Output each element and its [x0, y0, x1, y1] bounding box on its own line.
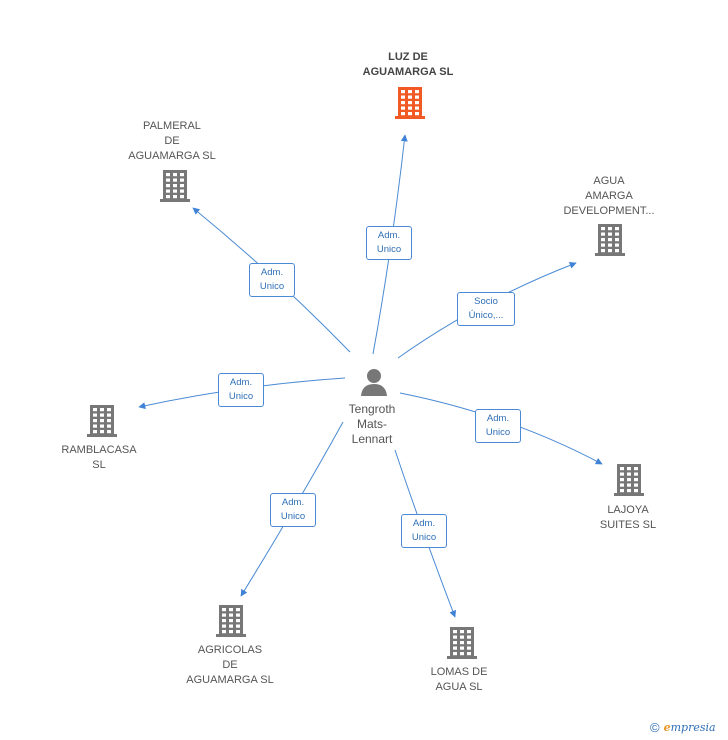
- building-icon-ramblacasa[interactable]: [87, 405, 117, 437]
- building-icon-agua[interactable]: [595, 224, 625, 256]
- edge-label-agua[interactable]: Socio Único,...: [457, 292, 515, 326]
- building-icon-lomas[interactable]: [447, 627, 477, 659]
- building-icon-palmeral[interactable]: [160, 170, 190, 202]
- company-label-palmeral[interactable]: PALMERAL DE AGUAMARGA SL: [128, 120, 216, 162]
- company-label-lajoya[interactable]: LAJOYA SUITES SL: [599, 504, 657, 531]
- company-label-ramblacasa[interactable]: RAMBLACASA SL: [61, 444, 137, 471]
- edge-label-luz[interactable]: Adm. Unico: [366, 226, 412, 260]
- footer-brand: © empresia: [650, 720, 716, 735]
- copyright-icon: ©: [650, 720, 660, 735]
- empresia-logo[interactable]: empresia: [663, 721, 716, 734]
- company-label-agua[interactable]: AGUA AMARGA DEVELOPMENT...: [563, 175, 655, 217]
- edge-label-lomas[interactable]: Adm. Unico: [401, 514, 447, 548]
- edge-label-palmeral[interactable]: Adm. Unico: [249, 263, 295, 297]
- company-label-agricolas[interactable]: AGRICOLAS DE AGUAMARGA SL: [186, 644, 274, 686]
- company-label-lomas[interactable]: LOMAS DE AGUA SL: [430, 666, 488, 693]
- building-icon-luz[interactable]: [395, 87, 425, 119]
- person-icon[interactable]: [361, 369, 387, 396]
- building-icon-agricolas[interactable]: [216, 605, 246, 637]
- edge-label-lajoya[interactable]: Adm. Unico: [475, 409, 521, 443]
- company-label-luz[interactable]: LUZ DE AGUAMARGA SL: [362, 51, 454, 78]
- edge-label-agricolas[interactable]: Adm. Unico: [270, 493, 316, 527]
- center-person-label[interactable]: Tengroth Mats- Lennart: [348, 402, 396, 446]
- building-icon-lajoya[interactable]: [614, 464, 644, 496]
- edge-label-ramblacasa[interactable]: Adm. Unico: [218, 373, 264, 407]
